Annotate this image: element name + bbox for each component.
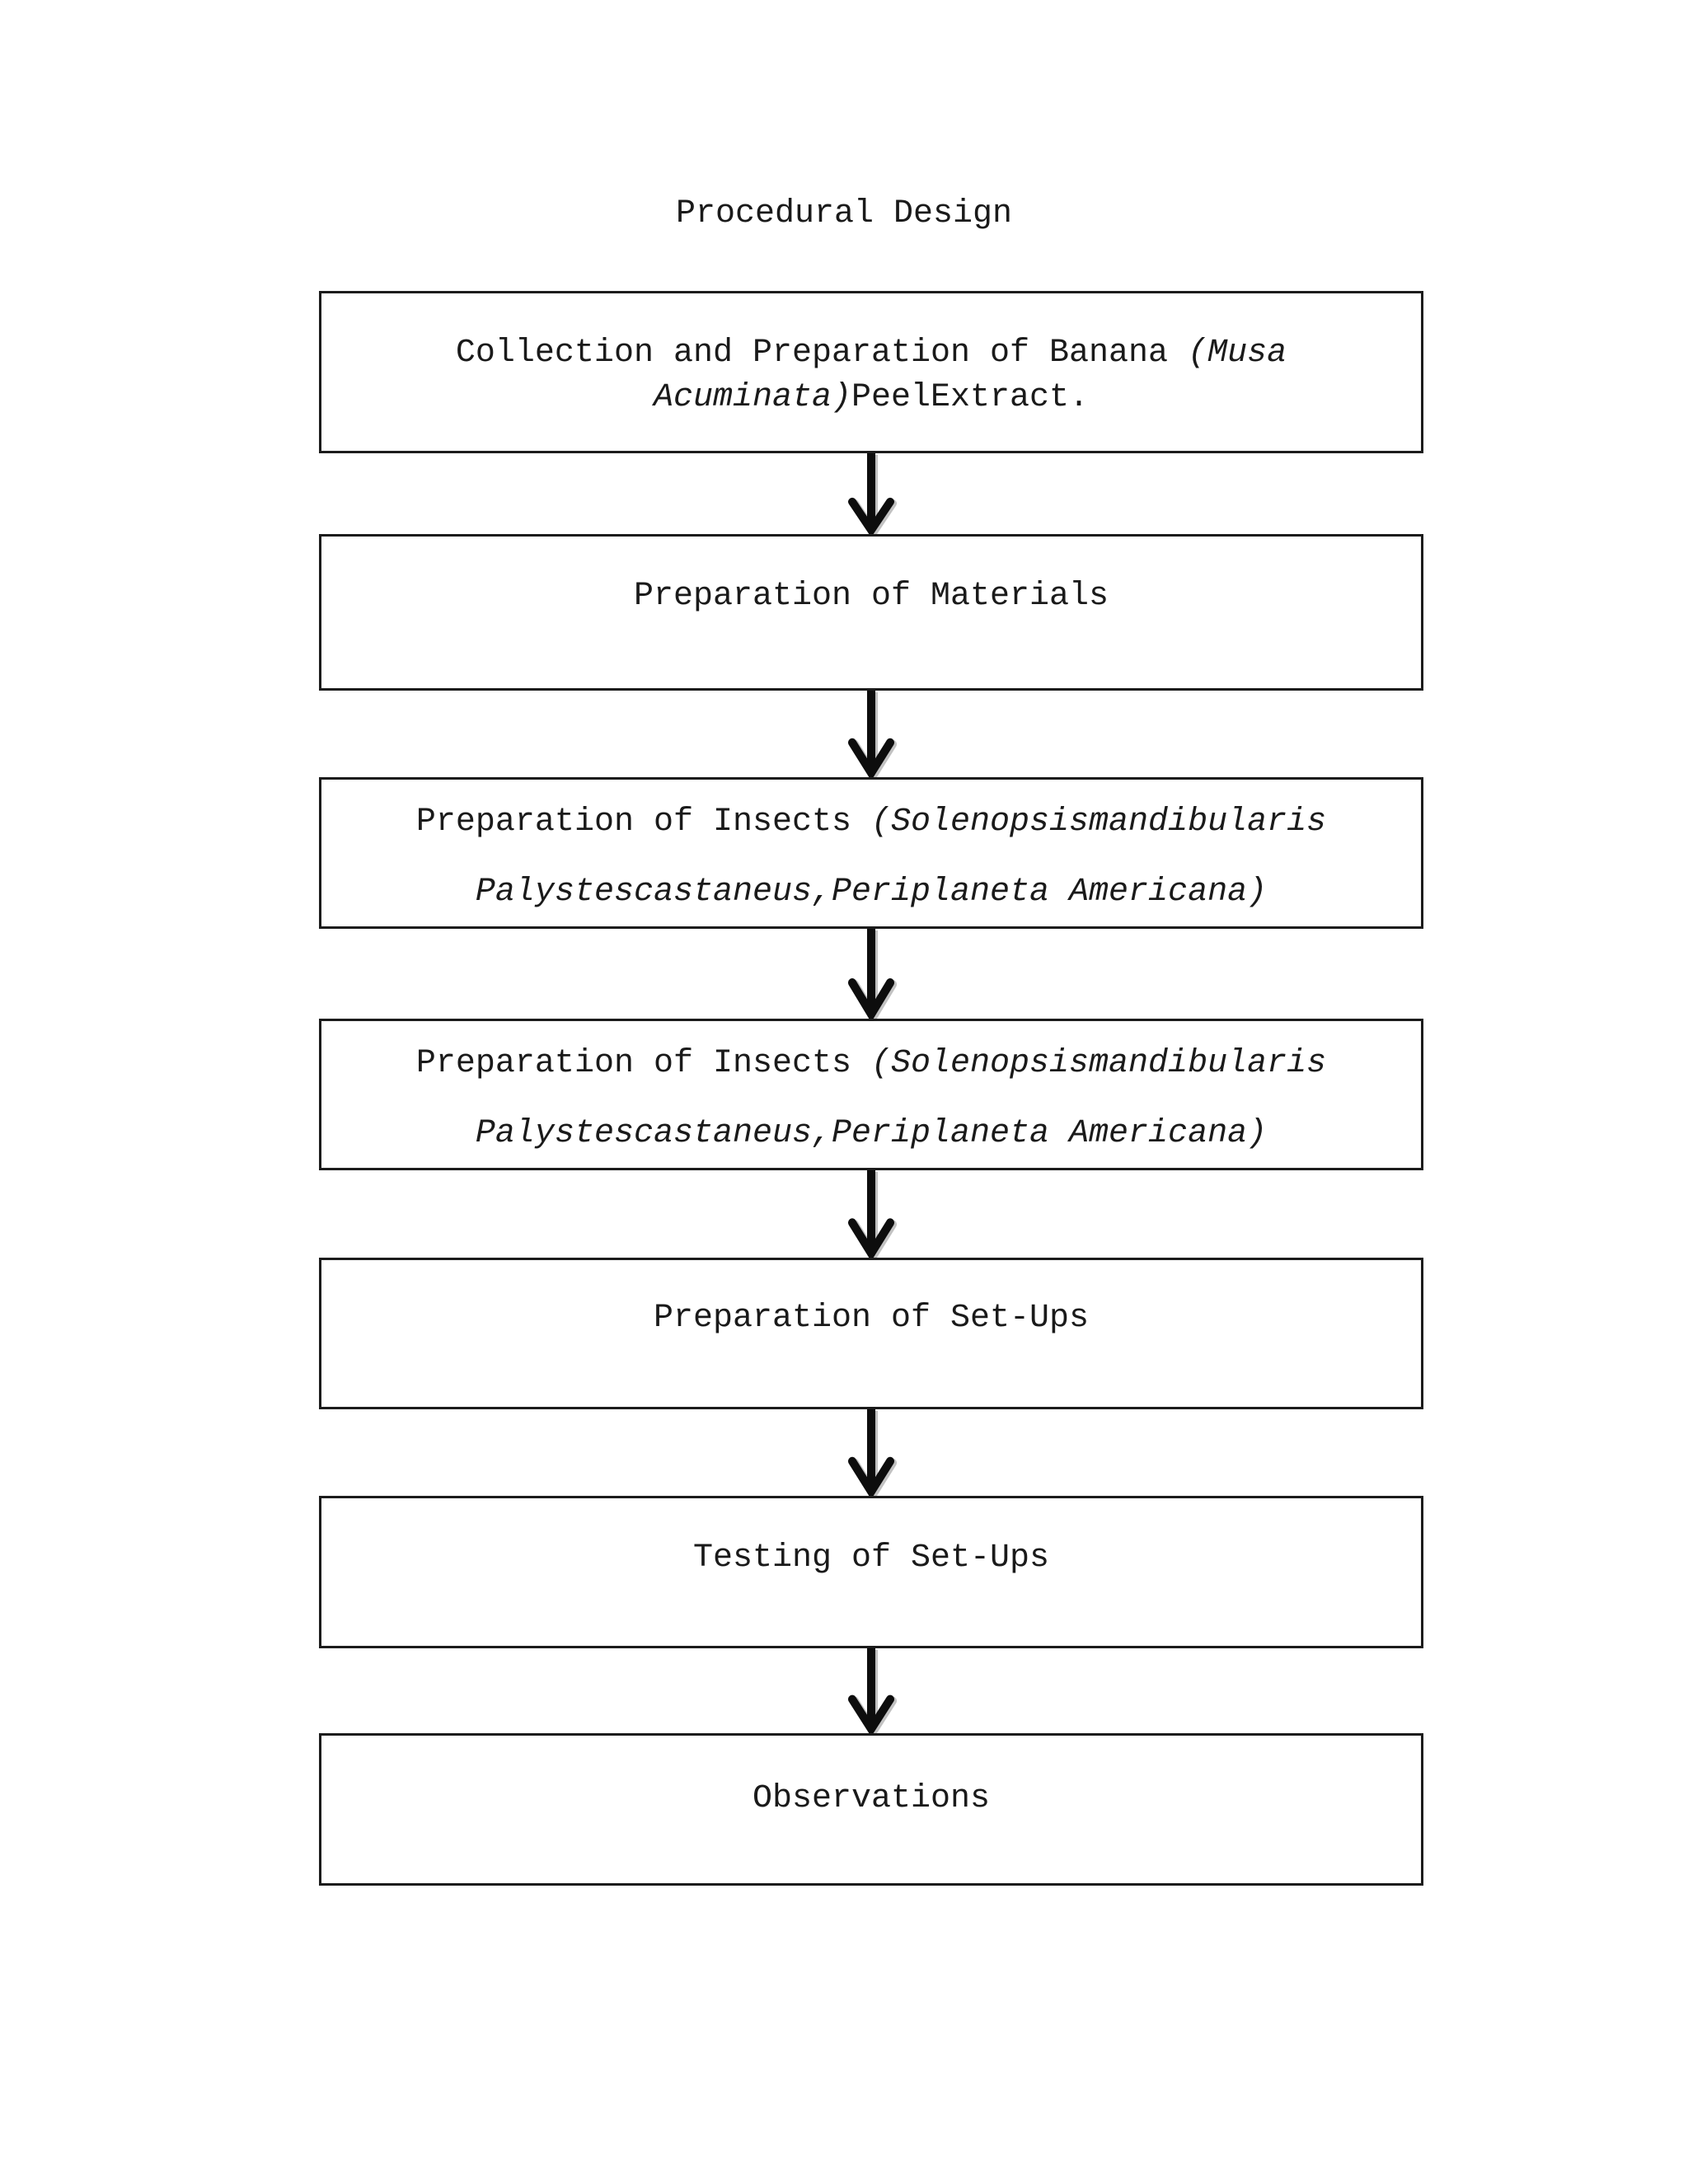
- text-segment: (Musa: [1188, 335, 1287, 372]
- flow-box-preparation-of-insects-1: Preparation of Insects (Solenopsismandib…: [319, 777, 1423, 929]
- box-text-line: Preparation of Insects (Solenopsismandib…: [321, 1041, 1421, 1086]
- text-segment: Preparation of Insects: [415, 1045, 871, 1082]
- box-text-line: Collection and Preparation of Banana (Mu…: [321, 331, 1421, 376]
- down-arrow-icon: [846, 929, 896, 1019]
- text-segment: Observations: [752, 1780, 991, 1817]
- text-segment: Preparation of Insects: [415, 804, 871, 841]
- down-arrow-icon: [846, 1170, 896, 1258]
- box-text-line: Palystescastaneus,Periplaneta Americana): [321, 869, 1421, 915]
- box-text-line: Testing of Set-Ups: [321, 1536, 1421, 1581]
- text-segment: Preparation of Materials: [633, 578, 1109, 615]
- text-segment: Palystescastaneus,Periplaneta Americana): [475, 1115, 1268, 1152]
- box-text-line: Palystescastaneus,Periplaneta Americana): [321, 1111, 1421, 1156]
- box-text-line: Preparation of Set-Ups: [321, 1296, 1421, 1341]
- text-segment: Collection and Preparation of Banana: [455, 335, 1189, 372]
- text-segment: Acuminata): [653, 379, 851, 416]
- box-text-line: Acuminata)PeelExtract.: [321, 376, 1421, 420]
- text-segment: (Solenopsismandibularis: [871, 804, 1327, 841]
- down-arrow-icon: [846, 1409, 896, 1496]
- text-segment: (Solenopsismandibularis: [871, 1045, 1327, 1082]
- box-text-line: Preparation of Materials: [321, 574, 1421, 619]
- text-segment: PeelExtract.: [851, 379, 1090, 416]
- down-arrow-icon: [846, 1648, 896, 1733]
- text-segment: Testing of Set-Ups: [692, 1540, 1050, 1577]
- flow-box-observations: Observations: [319, 1733, 1423, 1886]
- page-title: Procedural Design: [675, 195, 1013, 232]
- text-segment: Palystescastaneus,Periplaneta Americana): [475, 874, 1268, 911]
- down-arrow-icon: [846, 453, 896, 534]
- flow-box-preparation-of-materials: Preparation of Materials: [319, 534, 1423, 691]
- down-arrow-icon: [846, 691, 896, 777]
- flow-box-collection-preparation-banana: Collection and Preparation of Banana (Mu…: [319, 291, 1423, 453]
- flow-box-preparation-of-insects-2: Preparation of Insects (Solenopsismandib…: [319, 1019, 1423, 1170]
- flow-box-preparation-of-set-ups: Preparation of Set-Ups: [319, 1258, 1423, 1409]
- box-text-line: Observations: [321, 1777, 1421, 1821]
- box-text-line: Preparation of Insects (Solenopsismandib…: [321, 799, 1421, 845]
- flow-box-testing-of-set-ups: Testing of Set-Ups: [319, 1496, 1423, 1648]
- text-segment: Preparation of Set-Ups: [653, 1300, 1090, 1337]
